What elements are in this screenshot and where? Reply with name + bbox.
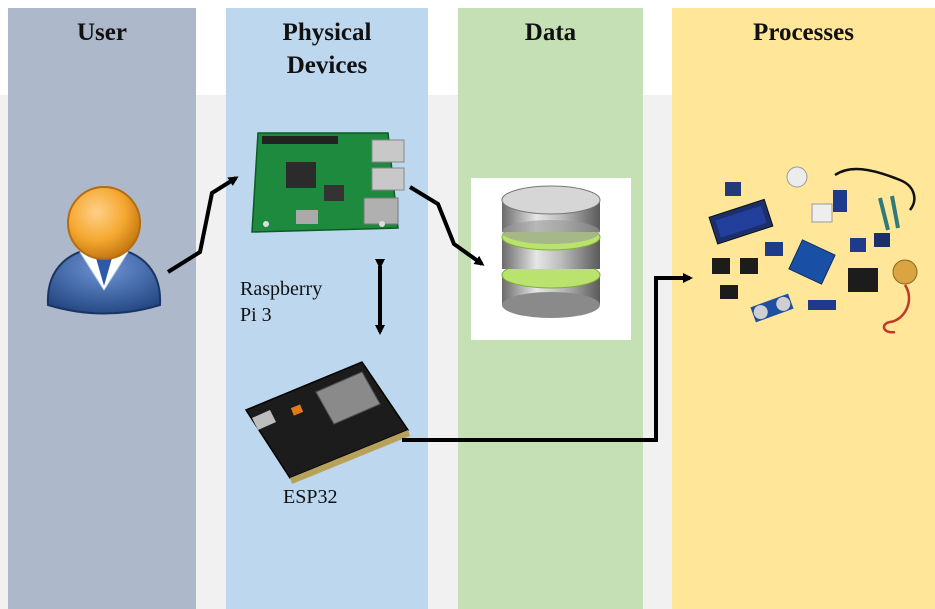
lane-processes: Processes bbox=[672, 8, 935, 609]
database-icon bbox=[471, 178, 631, 340]
esp32-label: ESP32 bbox=[283, 486, 338, 508]
raspberry-pi-board-icon bbox=[251, 132, 405, 233]
sensor-modules-icon bbox=[708, 166, 918, 334]
user-avatar-icon bbox=[46, 186, 162, 315]
arrow-esp32-to-processes bbox=[402, 273, 693, 442]
arrow-raspberry-to-database bbox=[408, 185, 485, 266]
lane-title-physical-devices: Physical Devices bbox=[282, 19, 372, 79]
raspberry-pi-label: Raspberry Pi 3 bbox=[240, 278, 323, 326]
esp32-board-icon bbox=[244, 361, 410, 484]
connection-arrows bbox=[166, 176, 693, 442]
lane-physical-devices: Physical Devices bbox=[226, 8, 428, 609]
lane-title-data: Data bbox=[524, 19, 577, 46]
lane-title-user: User bbox=[77, 19, 127, 46]
lane-title-processes: Processes bbox=[753, 19, 854, 46]
arrow-user-to-raspberry bbox=[166, 176, 239, 274]
